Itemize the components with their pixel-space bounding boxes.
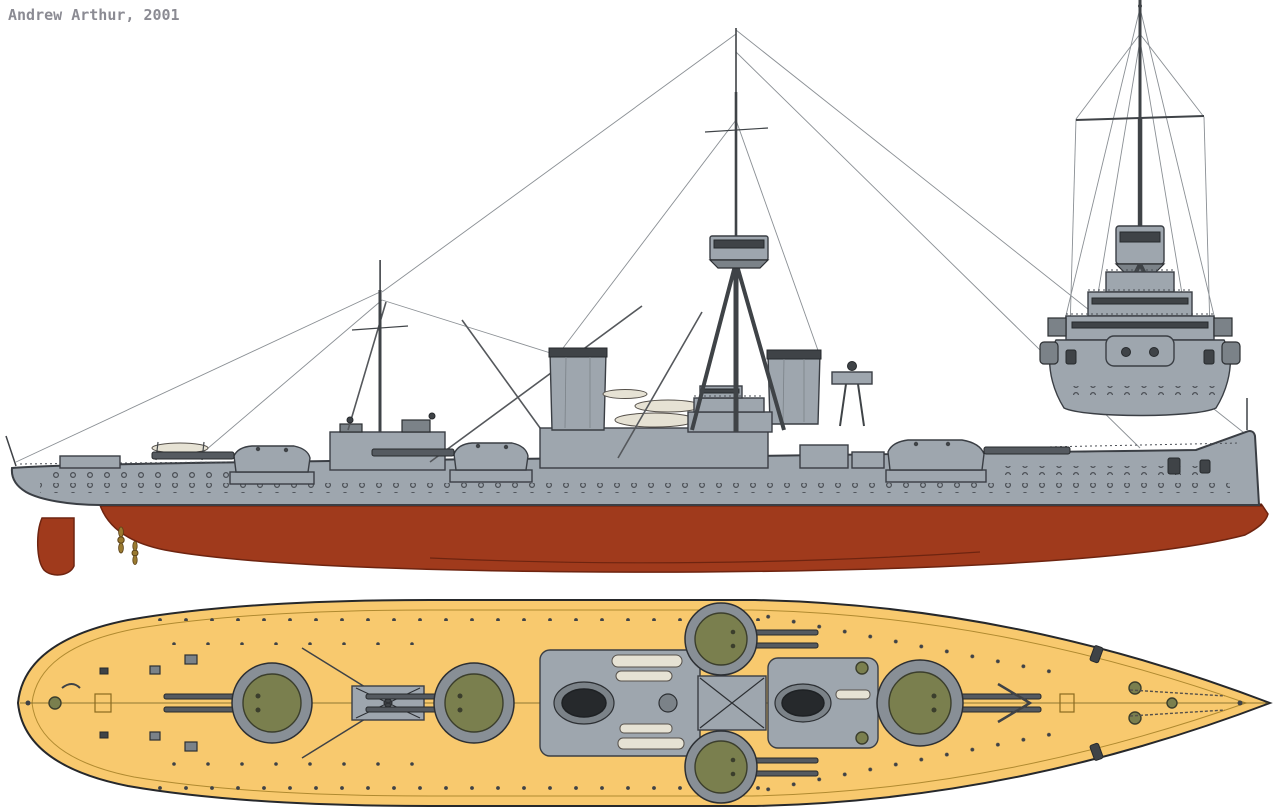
underwater-hull (98, 504, 1269, 573)
plan-stern-fittings (25, 665, 161, 741)
bow-rigging (1061, 7, 1219, 333)
spotting-top (708, 235, 770, 269)
bow-lowermast (1137, 118, 1143, 240)
plan-flying-deck (697, 675, 767, 731)
mainmast (378, 290, 382, 432)
quarterdeck-railing (19, 461, 231, 465)
tripod-foremast (690, 28, 786, 432)
plan-turret-p (684, 602, 819, 676)
boat-derrick (617, 311, 703, 459)
plan-turret-q (684, 730, 819, 804)
artist-credit: Andrew Arthur, 2001 (8, 6, 180, 24)
bow-topmast (1138, 0, 1142, 120)
plan-aft-superstructure (767, 657, 879, 749)
turret-x (371, 442, 533, 483)
deck-fitting-dots (140, 612, 1060, 794)
midship-superstructure (539, 311, 873, 469)
plan-conning-tower (658, 693, 678, 713)
porthole-row-stern (46, 471, 296, 480)
bow-turret-face (1105, 335, 1175, 367)
plan-boats (611, 654, 685, 750)
turret-y (151, 445, 315, 485)
plan-turret-y (163, 662, 313, 744)
bow-view (1039, 0, 1241, 417)
bow-bridge-stack (1047, 269, 1233, 341)
propellers (117, 526, 139, 566)
funnel-1 (548, 347, 608, 431)
plan-bow-fittings (997, 645, 1243, 761)
bridge (687, 385, 773, 433)
turret-a (885, 439, 1071, 483)
plan-funnel-2 (774, 683, 832, 723)
plan-forward-superstructure (539, 649, 701, 757)
searchlight-tower (831, 361, 873, 427)
porthole-row-main (40, 483, 1230, 493)
side-elevation-view (5, 28, 1269, 576)
rudder (37, 517, 75, 576)
forward-deckhouses (799, 444, 885, 469)
funnel-2 (766, 349, 822, 425)
ship-boats (602, 389, 702, 428)
bow-fittings (1167, 398, 1248, 475)
bilge-keel (429, 551, 981, 564)
bow-porthole-row (1062, 386, 1218, 395)
deck-plan-view (16, 599, 1273, 807)
bow-hull (1039, 335, 1241, 417)
plan-funnel-1 (553, 681, 615, 725)
plan-turret-x (365, 662, 515, 744)
porthole-row-bow (1000, 466, 1200, 475)
plan-hatches (184, 654, 1075, 752)
